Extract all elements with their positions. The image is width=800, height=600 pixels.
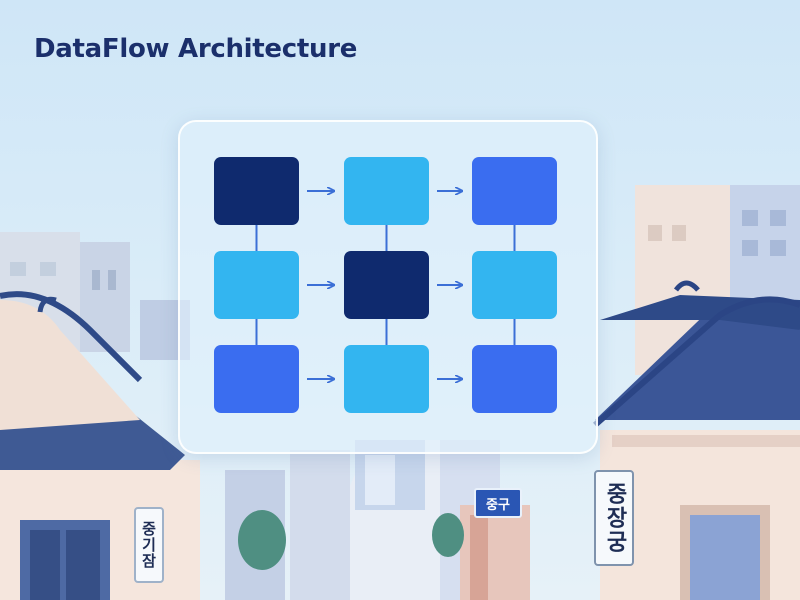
flow-node-r2-c1	[344, 345, 429, 413]
flow-node-r0-c0	[214, 157, 299, 225]
nodes	[214, 157, 557, 413]
bushes	[238, 510, 464, 570]
flow-node-r2-c0	[214, 345, 299, 413]
flow-node-r1-c1	[344, 251, 429, 319]
flow-node-r1-c2	[472, 251, 557, 319]
flow-node-r1-c0	[214, 251, 299, 319]
connectors	[255, 191, 516, 379]
flow-node-r2-c2	[472, 345, 557, 413]
street-sign-middle: 중구	[474, 488, 522, 518]
page-title: DataFlow Architecture	[34, 34, 358, 64]
flow-node-r0-c2	[472, 157, 557, 225]
street-sign-left: 중기잠	[134, 507, 164, 583]
dataflow-grid	[214, 157, 557, 413]
left-hanok	[0, 291, 200, 600]
street-sign-right: 중장궁	[594, 470, 634, 566]
flow-node-r0-c1	[344, 157, 429, 225]
